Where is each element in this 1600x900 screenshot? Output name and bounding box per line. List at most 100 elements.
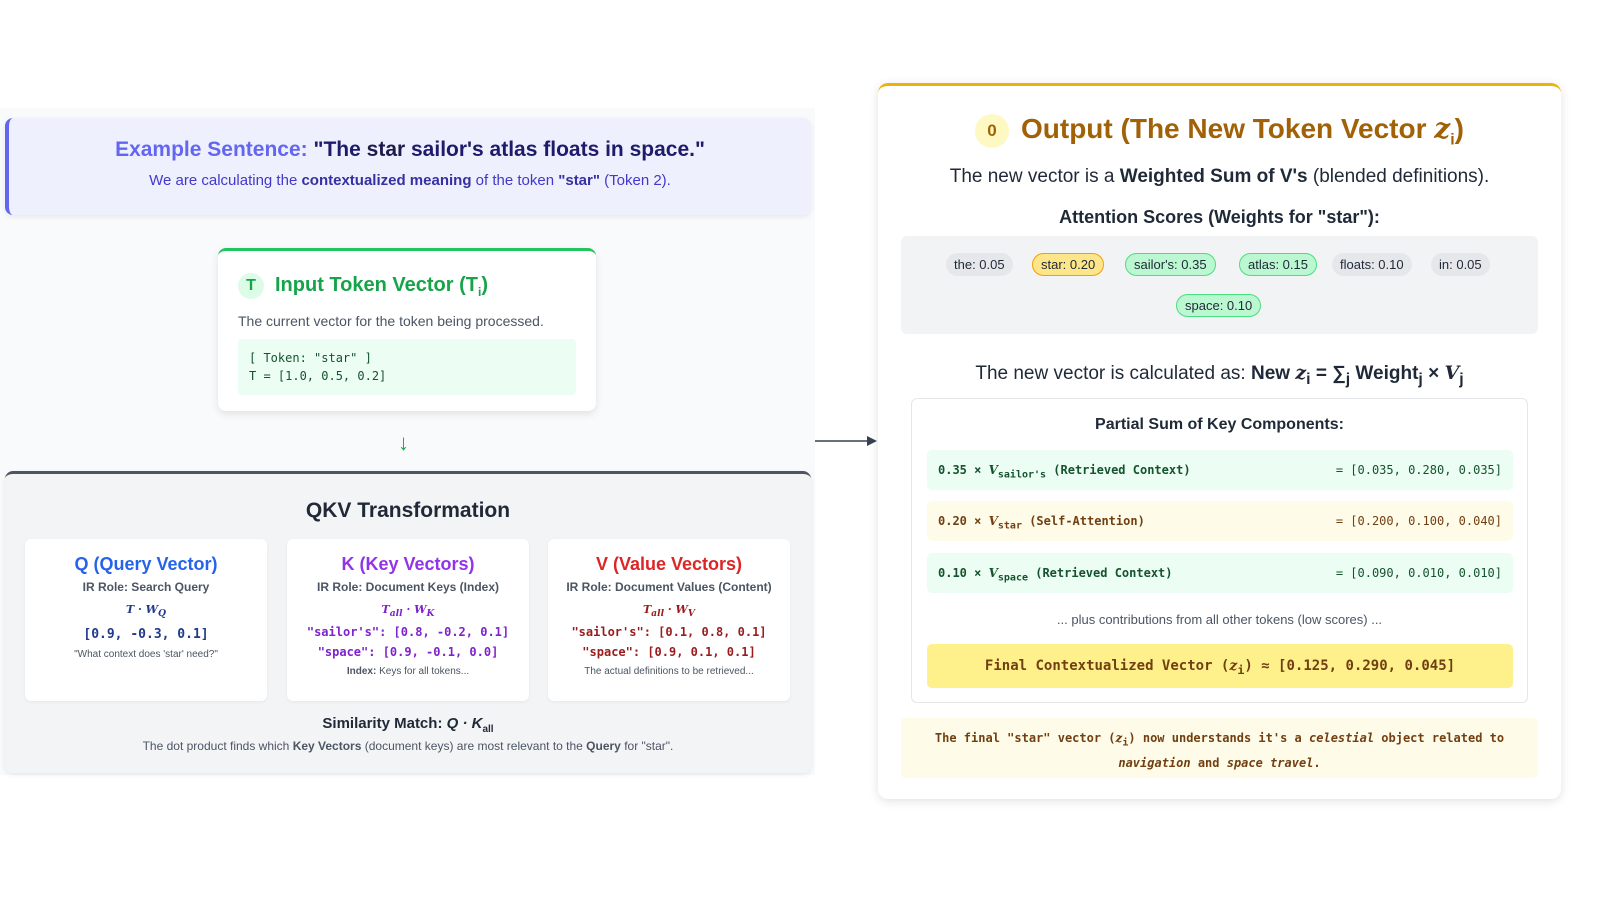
output-description: The new vector is a Weighted Sum of V's … [878, 166, 1561, 188]
note-text: ) now understands it's a [1128, 731, 1310, 745]
row-result: = [0.035, 0.280, 0.035] [1335, 463, 1502, 477]
row-coef: 0.35 × [938, 463, 989, 477]
calc-term: z [1295, 362, 1307, 384]
example-subtitle: We are calculating the contextualized me… [9, 172, 811, 189]
output-title: Output (The New Token Vector zi) [1021, 112, 1464, 150]
note-italic: space travel [1226, 756, 1314, 771]
sim-bold: Query [586, 739, 621, 753]
input-header: T Input Token Vector (Ti) [238, 273, 488, 299]
input-title-sub: i [477, 284, 482, 299]
key-note-text: Keys for all tokens... [376, 666, 470, 678]
formula-term: W [414, 603, 427, 616]
sim-formula: Q · K [446, 715, 483, 732]
down-arrow-icon: ↓ [398, 430, 409, 455]
calc-term: New [1250, 363, 1296, 384]
row-term: 0.10 × Vspace (Retrieved Context) [938, 566, 1173, 583]
formula-term: T [125, 603, 135, 616]
note-text: The final "star" vector ( [934, 731, 1116, 745]
row-desc: (Retrieved Context) [1028, 566, 1173, 580]
output-badge-icon: 0 [975, 113, 1009, 148]
sim-sub: all [482, 724, 494, 735]
note-z: z [1115, 731, 1123, 745]
row-v: V [988, 566, 998, 580]
other-contributions-note: ... plus contributions from all other to… [1056, 612, 1383, 627]
row-desc: (Self-Attention) [1021, 514, 1145, 528]
key-title: K (Key Vectors) [341, 554, 475, 574]
sentence-rest: sailor's atlas floats in space." [405, 138, 705, 161]
value-vector-space: "space": [0.9, 0.1, 0.1] [582, 645, 756, 660]
qkv-transformation-box: QKV Transformation Q (Query Vector) IR R… [5, 471, 811, 773]
row-v: V [988, 514, 998, 528]
value-formula: Tall · WV [642, 603, 696, 620]
input-token-card: T Input Token Vector (Ti) The current ve… [218, 248, 596, 411]
calculation-formula: The new vector is calculated as: New zi … [878, 362, 1561, 389]
calc-formula: New zi = ∑j Weightj × Vj [1250, 362, 1464, 388]
row-desc: (Retrieved Context) [1046, 463, 1191, 477]
formula-sub: all [651, 608, 665, 620]
token-badge-icon: T [238, 273, 264, 299]
key-vector-sailors: "sailor's": [0.8, -0.2, 0.1] [306, 625, 510, 640]
query-card: Q (Query Vector) IR Role: Search Query T… [25, 539, 267, 701]
final-text: Final Contextualized Vector ( [984, 658, 1230, 674]
row-term: 0.35 × Vsailor's (Retrieved Context) [938, 463, 1191, 480]
key-role: IR Role: Document Keys (Index) [316, 580, 500, 594]
value-note: The actual definitions to be retrieved..… [584, 666, 754, 678]
score-pill: star: 0.20 [1032, 253, 1105, 276]
right-arrow-icon [815, 436, 877, 446]
score-pill: in: 0.05 [1431, 253, 1490, 276]
note-text: and [1190, 756, 1227, 771]
formula-sub: V [687, 608, 696, 620]
key-vector-space: "space": [0.9, -0.1, 0.0] [317, 645, 499, 660]
query-role: IR Role: Search Query [82, 580, 210, 594]
final-sub: i [1237, 662, 1245, 677]
sim-text: (document keys) are most relevant to the [361, 739, 587, 753]
desc-bold: Weighted Sum of V's [1119, 166, 1308, 187]
sub-text: (Token 2). [599, 172, 671, 189]
example-sentence-box: Example Sentence: "The star sailor's atl… [5, 118, 811, 215]
final-vector: Final Contextualized Vector (zi) ≈ [0.12… [927, 644, 1513, 688]
row-sub: space [997, 572, 1028, 584]
left-panel: Example Sentence: "The star sailor's atl… [0, 108, 815, 775]
row-coef: 0.20 × [938, 514, 989, 528]
value-role: IR Role: Document Values (Content) [566, 580, 772, 594]
row-sub: star [997, 520, 1022, 532]
row-coef: 0.10 × [938, 566, 989, 580]
calc-sub: j [1345, 370, 1351, 388]
calc-text: The new vector is calculated as: [975, 363, 1251, 384]
sub-text: of the token [471, 172, 559, 189]
row-v: V [988, 463, 998, 477]
similarity-title: Similarity Match: Q · Kall [5, 715, 811, 735]
sim-text: The dot product finds which [142, 739, 293, 753]
final-z: z [1229, 658, 1238, 674]
input-code-block: [ Token: "star" ]T = [1.0, 0.5, 0.2] [238, 339, 576, 395]
partial-sum-box: Partial Sum of Key Components: 0.35 × Vs… [911, 398, 1528, 703]
similarity-description: The dot product finds which Key Vectors … [5, 739, 811, 753]
note-line-1: The final "star" vector (zi) now underst… [901, 728, 1538, 753]
calc-term: V [1444, 362, 1460, 384]
calc-term: × [1422, 363, 1445, 384]
value-title: V (Value Vectors) [595, 554, 743, 574]
formula-term: T [381, 603, 390, 616]
note-line-2: navigation and space travel. [901, 753, 1538, 773]
attention-scores-title: Attention Scores (Weights for "star"): [1059, 207, 1380, 227]
score-pill: atlas: 0.15 [1239, 253, 1317, 276]
sim-text: for "star". [620, 739, 674, 753]
calc-sub: j [1459, 370, 1464, 388]
score-pill: sailor's: 0.35 [1125, 253, 1216, 276]
formula-term: W [145, 603, 159, 616]
row-term: 0.20 × Vstar (Self-Attention) [938, 514, 1145, 531]
calc-term: = ∑ [1310, 363, 1346, 384]
code-line: T = [1.0, 0.5, 0.2] [249, 369, 387, 383]
query-title: Q (Query Vector) [74, 554, 218, 574]
value-card: V (Value Vectors) IR Role: Document Valu… [548, 539, 790, 701]
row-result: = [0.090, 0.010, 0.010] [1335, 566, 1502, 580]
row-result: = [0.200, 0.100, 0.040] [1335, 514, 1502, 528]
partial-row: 0.10 × Vspace (Retrieved Context) = [0.0… [927, 553, 1513, 593]
sim-bold: Key Vectors [292, 739, 362, 753]
query-note: "What context does 'star' need?" [74, 649, 218, 661]
partial-row: 0.20 × Vstar (Self-Attention) = [0.200, … [927, 501, 1513, 541]
score-pill: space: 0.10 [1176, 294, 1262, 317]
output-title-sub: i [1450, 131, 1455, 149]
example-title: Example Sentence: "The star sailor's atl… [9, 138, 811, 162]
formula-sub: Q [158, 608, 167, 620]
